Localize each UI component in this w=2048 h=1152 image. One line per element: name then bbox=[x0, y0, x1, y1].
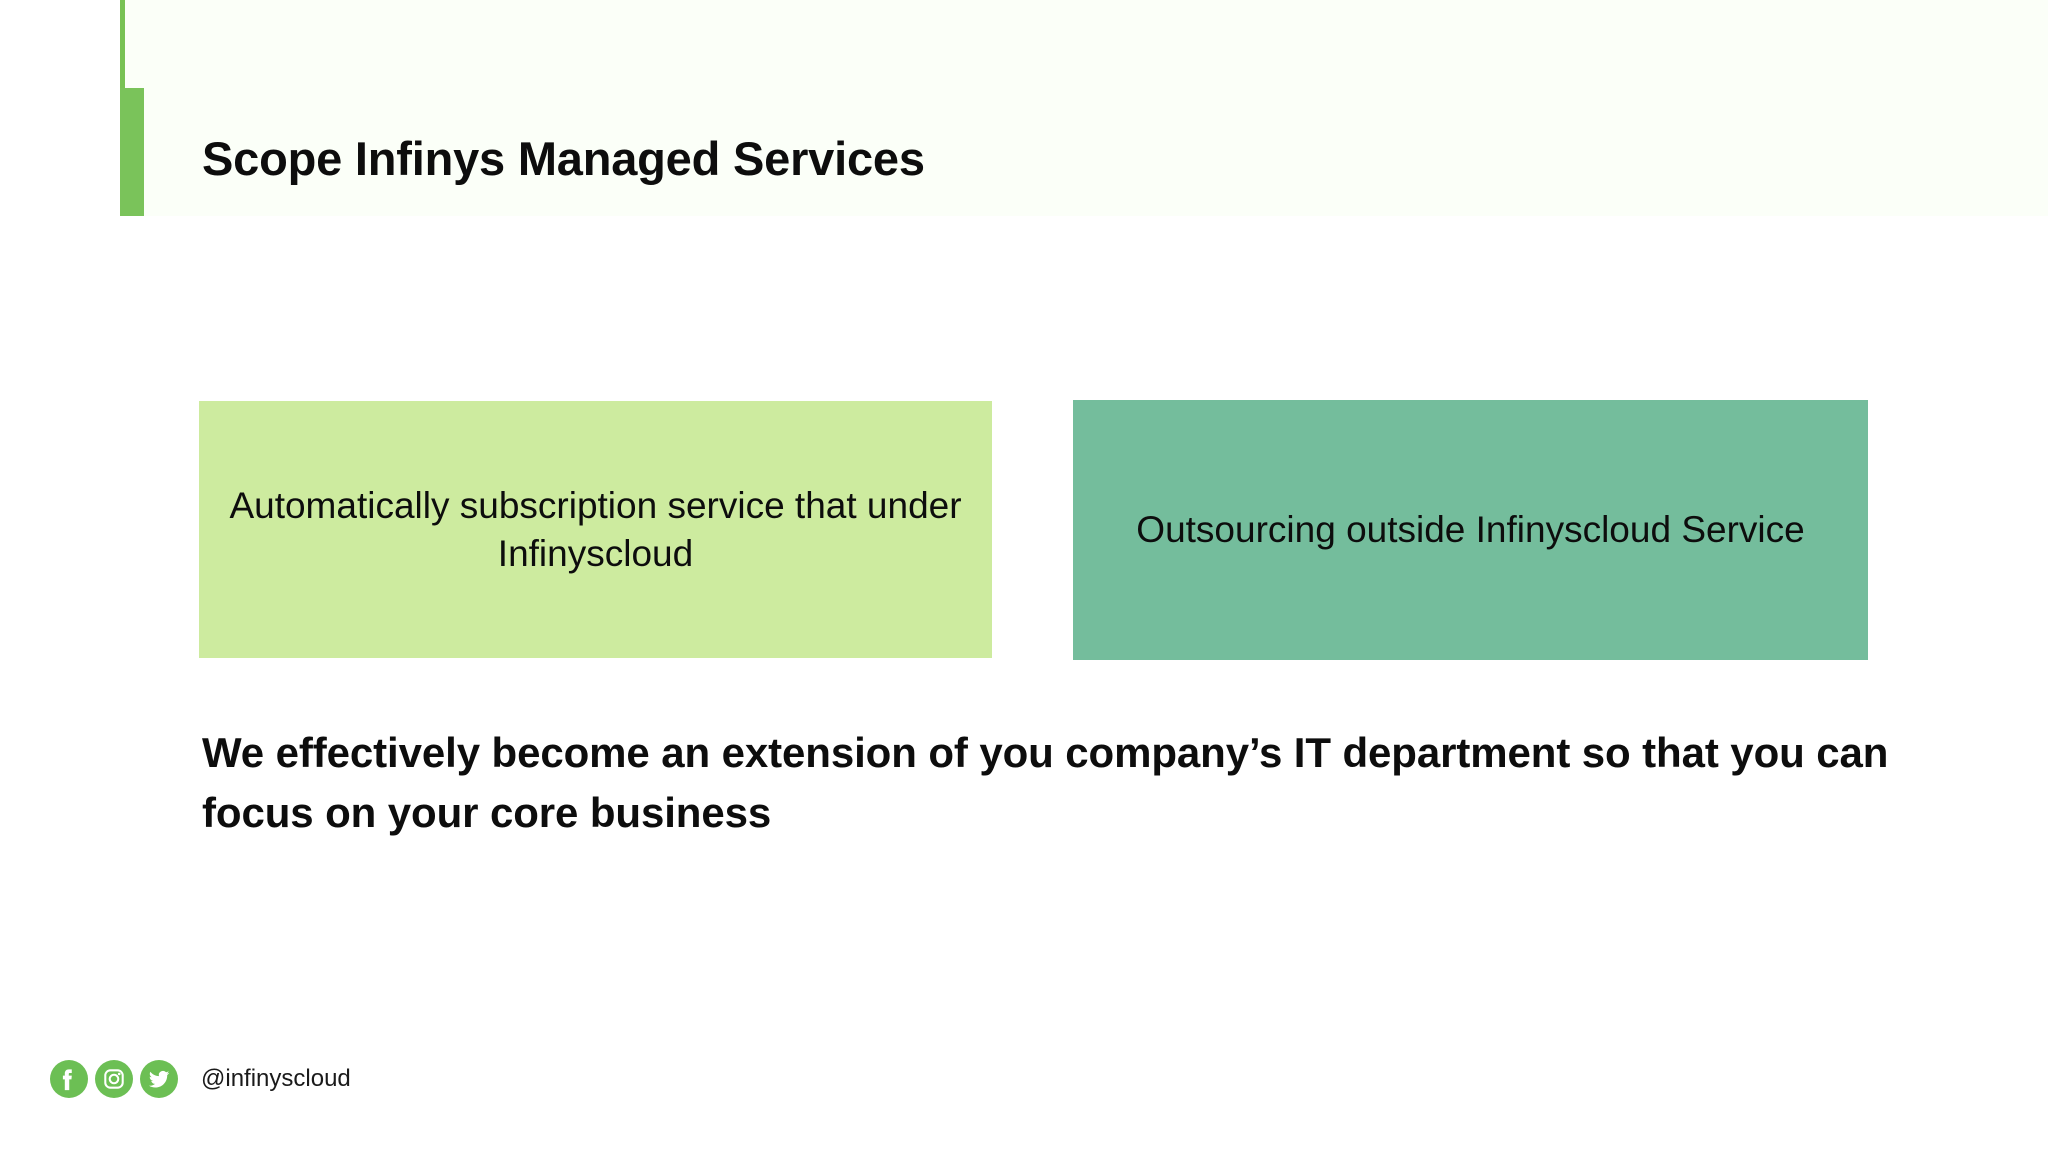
social-handle-text: @infinyscloud bbox=[201, 1065, 351, 1092]
statement-text: We effectively become an extension of yo… bbox=[202, 729, 1889, 836]
scope-box-automatic-subscription: Automatically subscription service that … bbox=[199, 401, 992, 658]
scope-box-label: Automatically subscription service that … bbox=[229, 485, 962, 574]
twitter-icon[interactable] bbox=[140, 1060, 178, 1098]
page-title: Scope Infinys Managed Services bbox=[202, 132, 925, 185]
accent-thin-line bbox=[120, 0, 125, 90]
instagram-icon[interactable] bbox=[95, 1060, 133, 1098]
facebook-icon[interactable] bbox=[50, 1060, 88, 1098]
social-footer: @infinyscloud bbox=[50, 1060, 351, 1098]
scope-box-label: Outsourcing outside Infinyscloud Service bbox=[1136, 509, 1805, 551]
header-panel bbox=[120, 0, 2048, 216]
scope-box-outsourcing: Outsourcing outside Infinyscloud Service bbox=[1073, 400, 1868, 660]
accent-bar bbox=[120, 88, 144, 216]
